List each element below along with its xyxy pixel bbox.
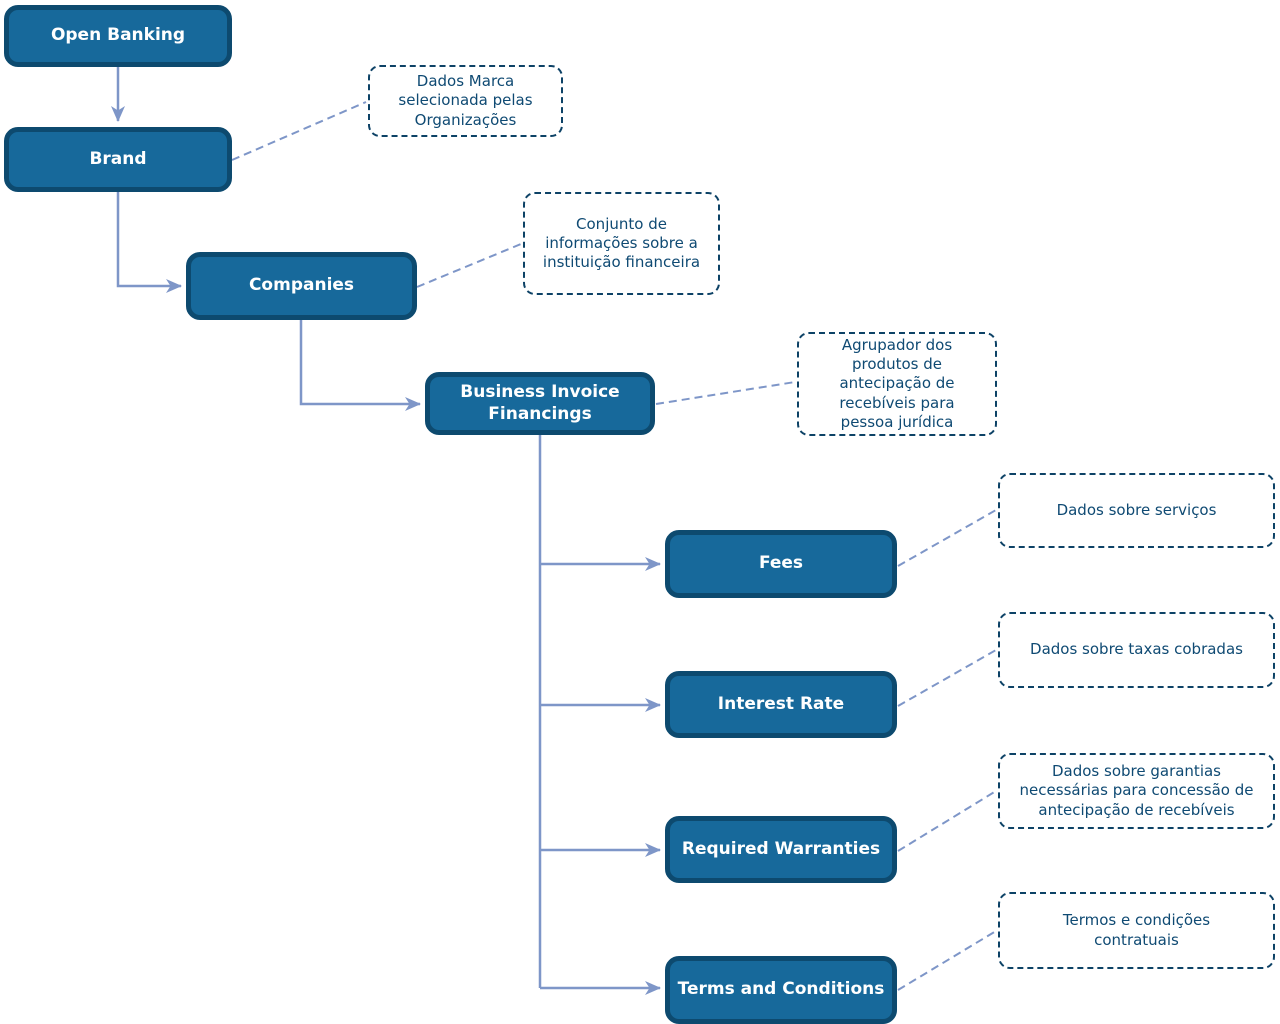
note-brand: Dados Marca selecionada pelas Organizaçõ… <box>368 65 563 137</box>
node-required-warranties-label: Required Warranties <box>681 838 881 859</box>
node-interest-rate: Interest Rate <box>665 671 897 738</box>
node-interest-rate-label: Interest Rate <box>717 693 845 714</box>
dashed-connector-business-invoice-financings-note <box>655 381 796 405</box>
dashed-connector-terms-and-conditions-note <box>897 930 997 991</box>
node-terms-and-conditions-label: Terms and Conditions <box>677 979 885 1000</box>
node-companies: Companies <box>186 252 417 320</box>
node-brand-label: Brand <box>89 148 147 169</box>
note-business-invoice-financings: Agrupador dos produtos de antecipação de… <box>797 332 997 436</box>
node-open-banking-label: Open Banking <box>50 25 186 46</box>
dashed-connector-fees-note <box>897 509 997 567</box>
node-fees-label: Fees <box>758 553 804 574</box>
node-companies-label: Companies <box>248 275 355 296</box>
connector-companies-to-business-invoice-financings <box>299 320 421 411</box>
dashed-connector-companies-note <box>416 243 522 288</box>
note-terms-and-conditions-text: Termos e condições contratuais <box>1062 911 1211 949</box>
dashed-connector-brand-note <box>231 101 367 161</box>
node-fees: Fees <box>665 530 897 598</box>
node-brand: Brand <box>4 127 232 192</box>
note-companies: Conjunto de informações sobre a institui… <box>523 192 720 295</box>
node-business-invoice-financings: Business Invoice Financings <box>425 372 655 435</box>
dashed-connector-required-warranties-note <box>897 790 997 852</box>
node-terms-and-conditions: Terms and Conditions <box>665 956 897 1024</box>
note-terms-and-conditions: Termos e condições contratuais <box>998 892 1275 969</box>
node-business-invoice-financings-label: Business Invoice Financings <box>460 382 620 424</box>
note-companies-text: Conjunto de informações sobre a institui… <box>542 214 701 272</box>
note-fees-text: Dados sobre serviços <box>1056 500 1217 519</box>
note-interest-rate-text: Dados sobre taxas cobradas <box>1030 640 1243 659</box>
note-brand-text: Dados Marca selecionada pelas Organizaçõ… <box>398 72 533 129</box>
note-required-warranties-text: Dados sobre garantias necessárias para c… <box>1019 762 1254 819</box>
connector-brand-to-companies <box>116 192 182 293</box>
dashed-connector-interest-rate-note <box>897 649 997 707</box>
note-fees: Dados sobre serviços <box>998 473 1275 548</box>
node-required-warranties: Required Warranties <box>665 816 897 883</box>
note-required-warranties: Dados sobre garantias necessárias para c… <box>998 753 1275 829</box>
node-open-banking: Open Banking <box>4 5 232 67</box>
note-interest-rate: Dados sobre taxas cobradas <box>998 612 1275 688</box>
note-business-invoice-financings-text: Agrupador dos produtos de antecipação de… <box>839 336 955 431</box>
